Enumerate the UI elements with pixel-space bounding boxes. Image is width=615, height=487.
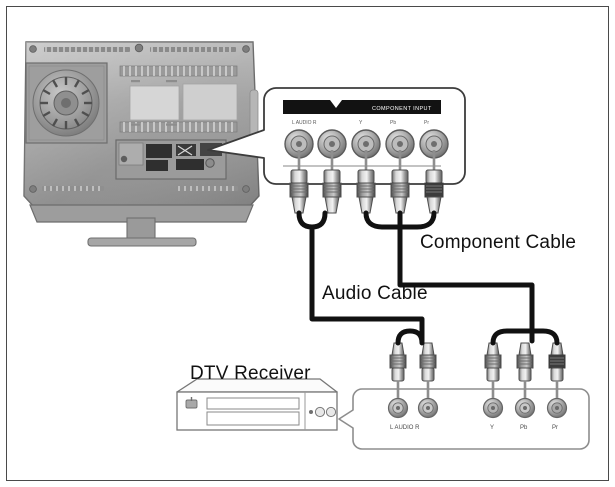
dtv-receiver-label: DTV Receiver [190,363,311,384]
tv-jack-pr [419,129,449,159]
receiver-label-y: Y [490,425,494,431]
tv-mid-vents [119,65,238,133]
tv-jack-pb [385,129,415,159]
plug-top-r [322,169,342,214]
plug-top-y [356,169,376,214]
tv-fan-blades [40,77,92,129]
plug-pins-top [297,150,436,172]
tv-jack-y [351,129,381,159]
receiver-panel-outline [338,388,590,450]
receiver-display-slot [206,397,300,410]
tv-stand-base [87,237,197,247]
receiver-power-icon [185,397,198,409]
tv-stand-neck [126,217,156,241]
plug-bot-r [419,342,437,398]
tv-screws [29,43,250,193]
tv-jack-label-pb: Pb [390,120,396,126]
tv-jacks [284,129,449,159]
receiver-buttons [309,406,337,418]
receiver-label-audio: L AUDIO R [390,425,420,431]
tv-jack-label-pr: Pr [424,120,429,126]
callout-header-bar [283,100,441,114]
plug-bot-pb [516,342,534,398]
dtv-receiver-device [176,378,338,431]
tv-top-vent-ribs [45,47,231,52]
plug-top-pb [390,169,410,214]
receiver-tray-slot [206,411,300,426]
tv-fan-housing [25,62,108,144]
component-cable-label: Component Cable [420,232,577,253]
tv-jack-label-y: Y [359,120,363,126]
plug-bot-l [389,342,407,398]
tv-jack-label-audio: L AUDIO R [292,120,317,126]
plug-top-l [289,169,309,214]
tv-jack-r-audio [317,129,347,159]
tv-base-bezel [29,204,254,223]
cable-splits-bottom [395,328,560,346]
tv-device [23,41,260,247]
receiver-side-plugs [389,342,566,398]
receiver-label-pb: Pb [520,425,528,431]
receiver-jack-y [482,397,504,419]
receiver-jack-r [417,397,439,419]
tv-side-plugs [289,150,444,214]
callout-header-text: COMPONENT INPUT [372,106,432,112]
receiver-jack-l [387,397,409,419]
tv-top-vents [44,47,236,52]
receiver-jack-pb [514,397,536,419]
plug-bot-pr [548,342,566,398]
receiver-label-pr: Pr [552,425,558,431]
tv-bottom-vent-ribs [44,186,234,191]
audio-cable-path [296,210,425,344]
tv-connector-bay [115,139,227,180]
receiver-jacks [387,397,568,419]
receiver-jack-pr [546,397,568,419]
tv-label-plates [129,80,238,126]
audio-cable-label: Audio Cable [322,283,428,304]
component-cable-path [363,210,535,344]
plug-top-pr [424,169,444,214]
receiver-jack-panel: L AUDIO R Y Pb Pr [338,388,590,450]
